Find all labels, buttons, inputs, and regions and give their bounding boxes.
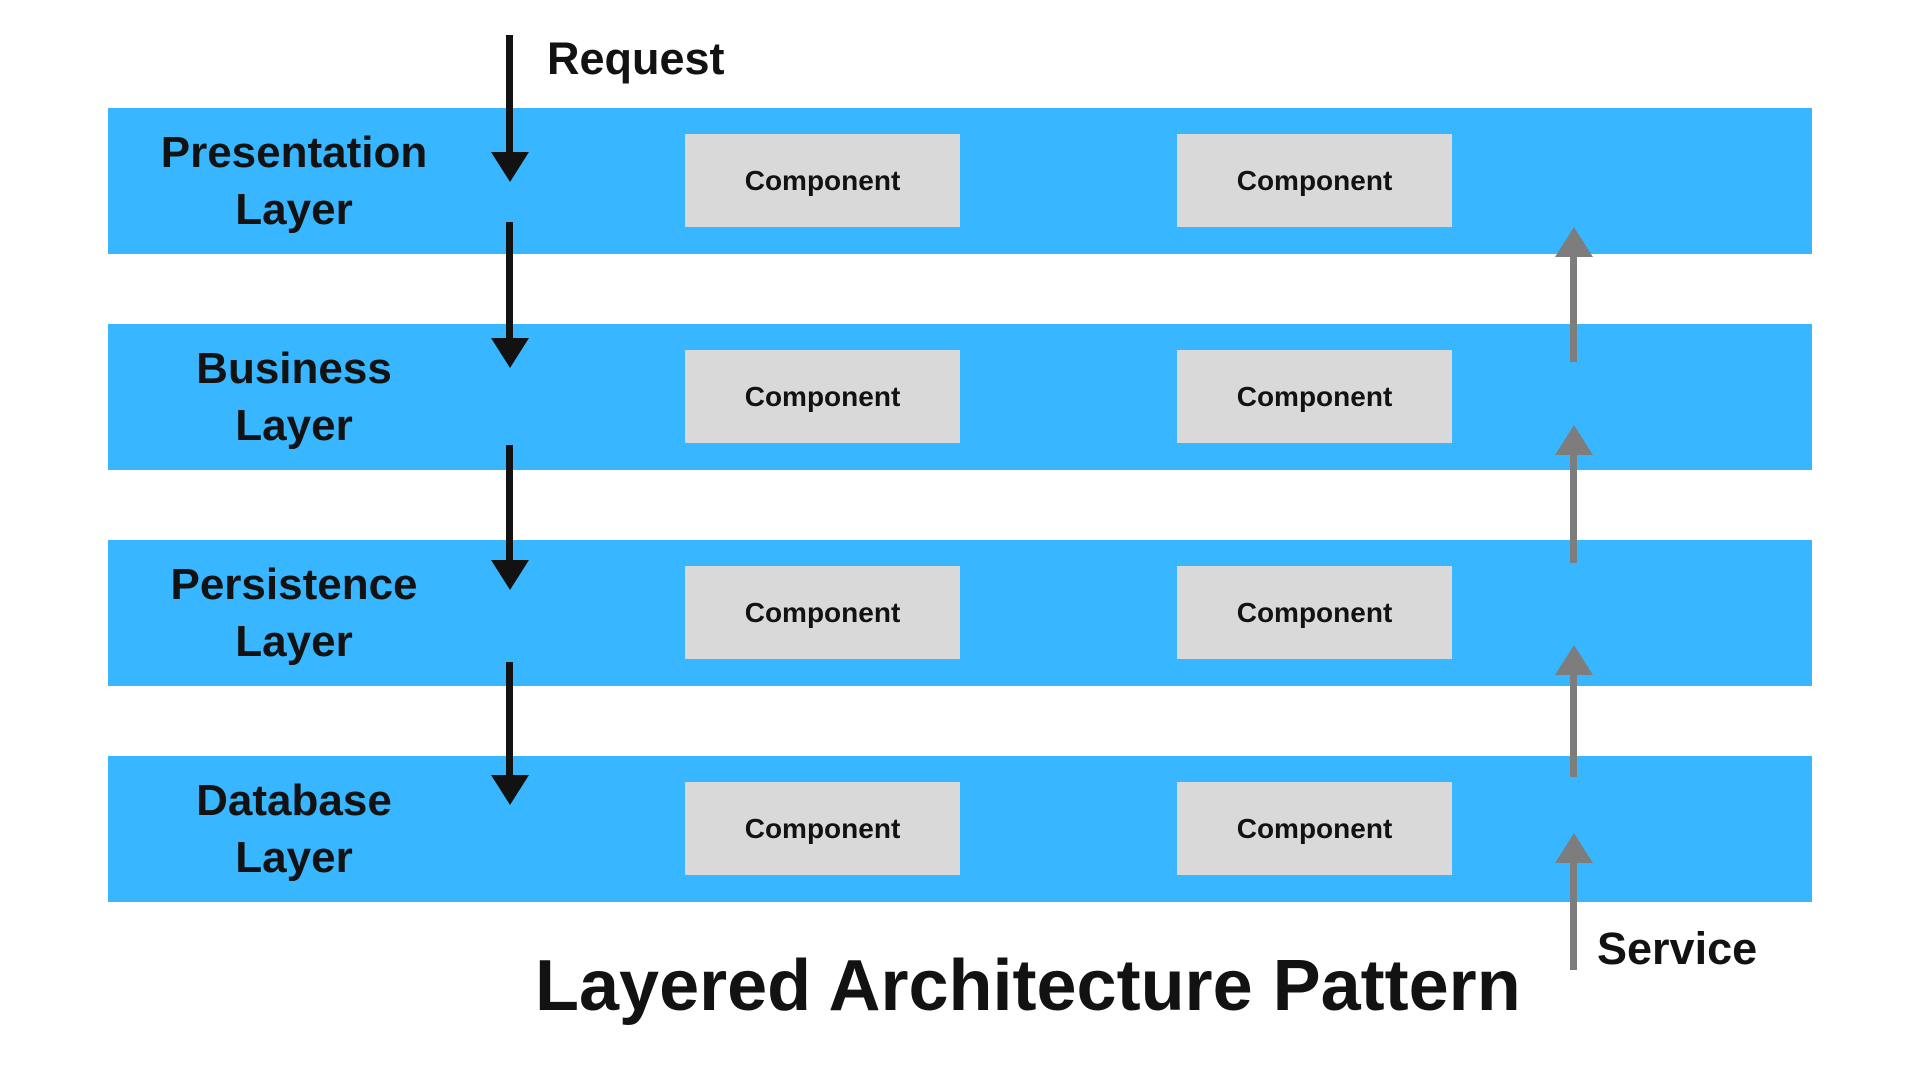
service-arrow-line-2	[1570, 455, 1577, 563]
service-arrow-line-4	[1570, 863, 1577, 970]
component-box: Component	[1177, 566, 1452, 659]
request-label: Request	[547, 33, 725, 84]
service-arrowhead-3	[1555, 645, 1593, 675]
layer-label-line2: Layer	[235, 401, 353, 450]
request-arrow-line-1	[506, 35, 513, 152]
component-box: Component	[685, 134, 960, 227]
service-arrowhead-4	[1555, 833, 1593, 863]
component-label: Component	[744, 596, 901, 628]
request-arrowhead-2	[491, 338, 529, 368]
layer-label-line2: Layer	[235, 833, 353, 882]
service-arrow-line-3	[1570, 675, 1577, 777]
request-arrowhead-1	[491, 152, 529, 182]
request-arrowhead-4	[491, 775, 529, 805]
component-box: Component	[685, 350, 960, 443]
service-arrow-line-1	[1570, 257, 1577, 362]
request-arrow-line-2	[506, 222, 513, 338]
component-label: Component	[1236, 164, 1393, 196]
layer-label-line1: Persistence	[170, 560, 418, 609]
component-box: Component	[685, 566, 960, 659]
request-arrowhead-3	[491, 560, 529, 590]
component-label: Component	[744, 380, 901, 412]
layer-label-business: Business Layer	[124, 340, 464, 454]
diagram-title: Layered Architecture Pattern	[535, 946, 1521, 1026]
component-label: Component	[744, 812, 901, 844]
layer-label-line1: Business	[196, 344, 392, 393]
layer-label-line1: Presentation	[160, 128, 428, 177]
component-label: Component	[744, 164, 901, 196]
service-arrowhead-2	[1555, 425, 1593, 455]
layer-label-database: Database Layer	[124, 772, 464, 886]
component-box: Component	[685, 782, 960, 875]
service-label: Service	[1597, 923, 1758, 974]
layer-band-presentation: Presentation Layer Component Component	[108, 108, 1812, 254]
layer-band-business: Business Layer Component Component	[108, 324, 1812, 470]
layer-label-persistence: Persistence Layer	[124, 556, 464, 670]
component-label: Component	[1236, 812, 1393, 844]
layer-label-line2: Layer	[235, 185, 353, 234]
component-box: Component	[1177, 350, 1452, 443]
layer-label-line1: Database	[196, 776, 392, 825]
service-arrowhead-1	[1555, 227, 1593, 257]
component-box: Component	[1177, 782, 1452, 875]
layer-label-line2: Layer	[235, 617, 353, 666]
component-label: Component	[1236, 596, 1393, 628]
layer-band-persistence: Persistence Layer Component Component	[108, 540, 1812, 686]
request-arrow-line-3	[506, 445, 513, 560]
request-arrow-line-4	[506, 662, 513, 775]
component-box: Component	[1177, 134, 1452, 227]
layer-label-presentation: Presentation Layer	[124, 124, 464, 238]
component-label: Component	[1236, 380, 1393, 412]
layer-band-database: Database Layer Component Component	[108, 756, 1812, 902]
